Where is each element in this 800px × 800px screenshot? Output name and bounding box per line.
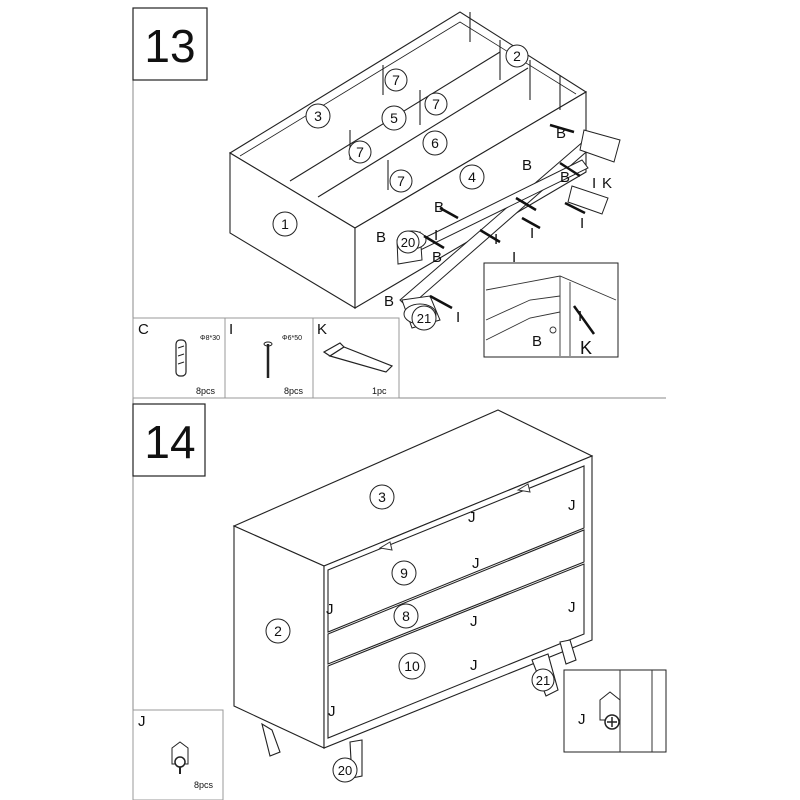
callout-13-part-20: 20 <box>401 235 415 250</box>
marker-13-B-7: B <box>384 293 394 310</box>
step-13: 13 <box>132 7 621 399</box>
hardware-C-spec: Φ8*30 <box>200 335 220 342</box>
inset-marker-I: I <box>578 308 582 325</box>
dowel-icon <box>175 339 187 377</box>
callout-13-part-7b: 7 <box>432 96 440 112</box>
callout-14-part-10: 10 <box>404 658 420 674</box>
step-14-screws <box>378 483 531 551</box>
callout-14-part-9: 9 <box>400 565 408 581</box>
callout-13-part-6: 6 <box>431 135 439 151</box>
marker-13-I-1: I <box>592 175 596 192</box>
marker-13-B-2: B <box>522 157 532 174</box>
hex-key-icon <box>322 342 394 373</box>
hardware-C-letter: C <box>138 321 149 338</box>
inset-marker-J: J <box>578 711 586 728</box>
callout-13-part-7d: 7 <box>397 173 405 189</box>
marker-14-J-6: J <box>326 601 334 618</box>
marker-13-I-7: I <box>456 309 460 326</box>
step-14: 14 <box>132 403 667 800</box>
marker-13-I-3: I <box>530 225 534 242</box>
step-13-detail-inset: I K B <box>483 262 619 358</box>
marker-13-K-1: K <box>602 175 612 192</box>
callout-13-part-4: 4 <box>468 169 476 185</box>
step-14-cabinet <box>232 409 594 779</box>
callout-13-part-21: 21 <box>417 311 431 326</box>
callout-13-part-1: 1 <box>281 216 289 232</box>
step-13-callout-labels: 1 2 3 4 5 6 7 7 7 7 20 21 <box>281 48 521 326</box>
hardware-I-spec: Φ6*50 <box>282 335 302 342</box>
marker-13-B-3: B <box>560 169 570 186</box>
hardware-K-qty: 1pc <box>372 386 387 396</box>
step-13-number: 13 <box>144 20 195 72</box>
inset-marker-B: B <box>532 333 542 350</box>
marker-14-J-8: J <box>328 703 336 720</box>
step-13-screws <box>423 123 586 310</box>
callout-14-part-21: 21 <box>536 673 550 688</box>
bolt-icon <box>263 341 273 378</box>
hardware-I-letter: I <box>229 321 233 338</box>
marker-13-I-2: I <box>580 215 584 232</box>
step-14-detail-inset: J <box>563 669 667 753</box>
step-14-hardware-legend: J 8pcs <box>132 709 224 800</box>
marker-14-J-4: J <box>568 599 576 616</box>
marker-13-B-1: B <box>556 125 566 142</box>
step-13-number-box <box>132 7 208 81</box>
callout-13-part-2: 2 <box>513 48 521 64</box>
marker-14-J-7: J <box>470 657 478 674</box>
callout-13-part-7c: 7 <box>356 144 364 160</box>
step-13-letter-markers: B B B B B B B I K I I I I I I <box>376 125 612 326</box>
marker-13-I-5: I <box>512 249 516 266</box>
callout-14-part-8: 8 <box>402 608 410 624</box>
marker-13-I-6: I <box>434 227 438 244</box>
step-14-callouts <box>265 484 555 783</box>
callout-14-part-2: 2 <box>274 623 282 639</box>
hardware-C-qty: 8pcs <box>196 386 216 396</box>
cam-fitting-icon <box>171 741 189 774</box>
step-14-number-box <box>132 403 206 477</box>
callout-13-part-5: 5 <box>390 110 398 126</box>
hardware-J-letter: J <box>138 713 146 730</box>
step-13-legs <box>396 129 621 329</box>
hardware-J-qty: 8pcs <box>194 780 214 790</box>
callout-14-part-3: 3 <box>378 489 386 505</box>
step-14-number: 14 <box>144 416 195 468</box>
marker-13-B-4: B <box>434 199 444 216</box>
marker-14-J-2: J <box>468 509 476 526</box>
callout-13-part-3: 3 <box>314 108 322 124</box>
callout-14-part-20: 20 <box>338 763 352 778</box>
marker-14-J-1: J <box>568 497 576 514</box>
hardware-I-qty: 8pcs <box>284 386 304 396</box>
marker-13-I-4: I <box>494 231 498 248</box>
step-14-letter-markers: J J J J J J J J <box>326 497 576 720</box>
step-14-callout-labels: 3 2 9 8 10 21 20 <box>274 489 550 778</box>
callout-13-part-7a: 7 <box>392 72 400 88</box>
marker-14-J-3: J <box>472 555 480 572</box>
marker-13-B-6: B <box>432 249 442 266</box>
step-13-hardware-legend: C Φ8*30 8pcs I Φ6*50 8pcs K 1pc <box>132 317 400 399</box>
marker-14-J-5: J <box>470 613 478 630</box>
hardware-K-letter: K <box>317 321 327 338</box>
inset-marker-K: K <box>580 338 592 358</box>
step-13-callouts <box>272 44 529 331</box>
marker-13-B-5: B <box>376 229 386 246</box>
